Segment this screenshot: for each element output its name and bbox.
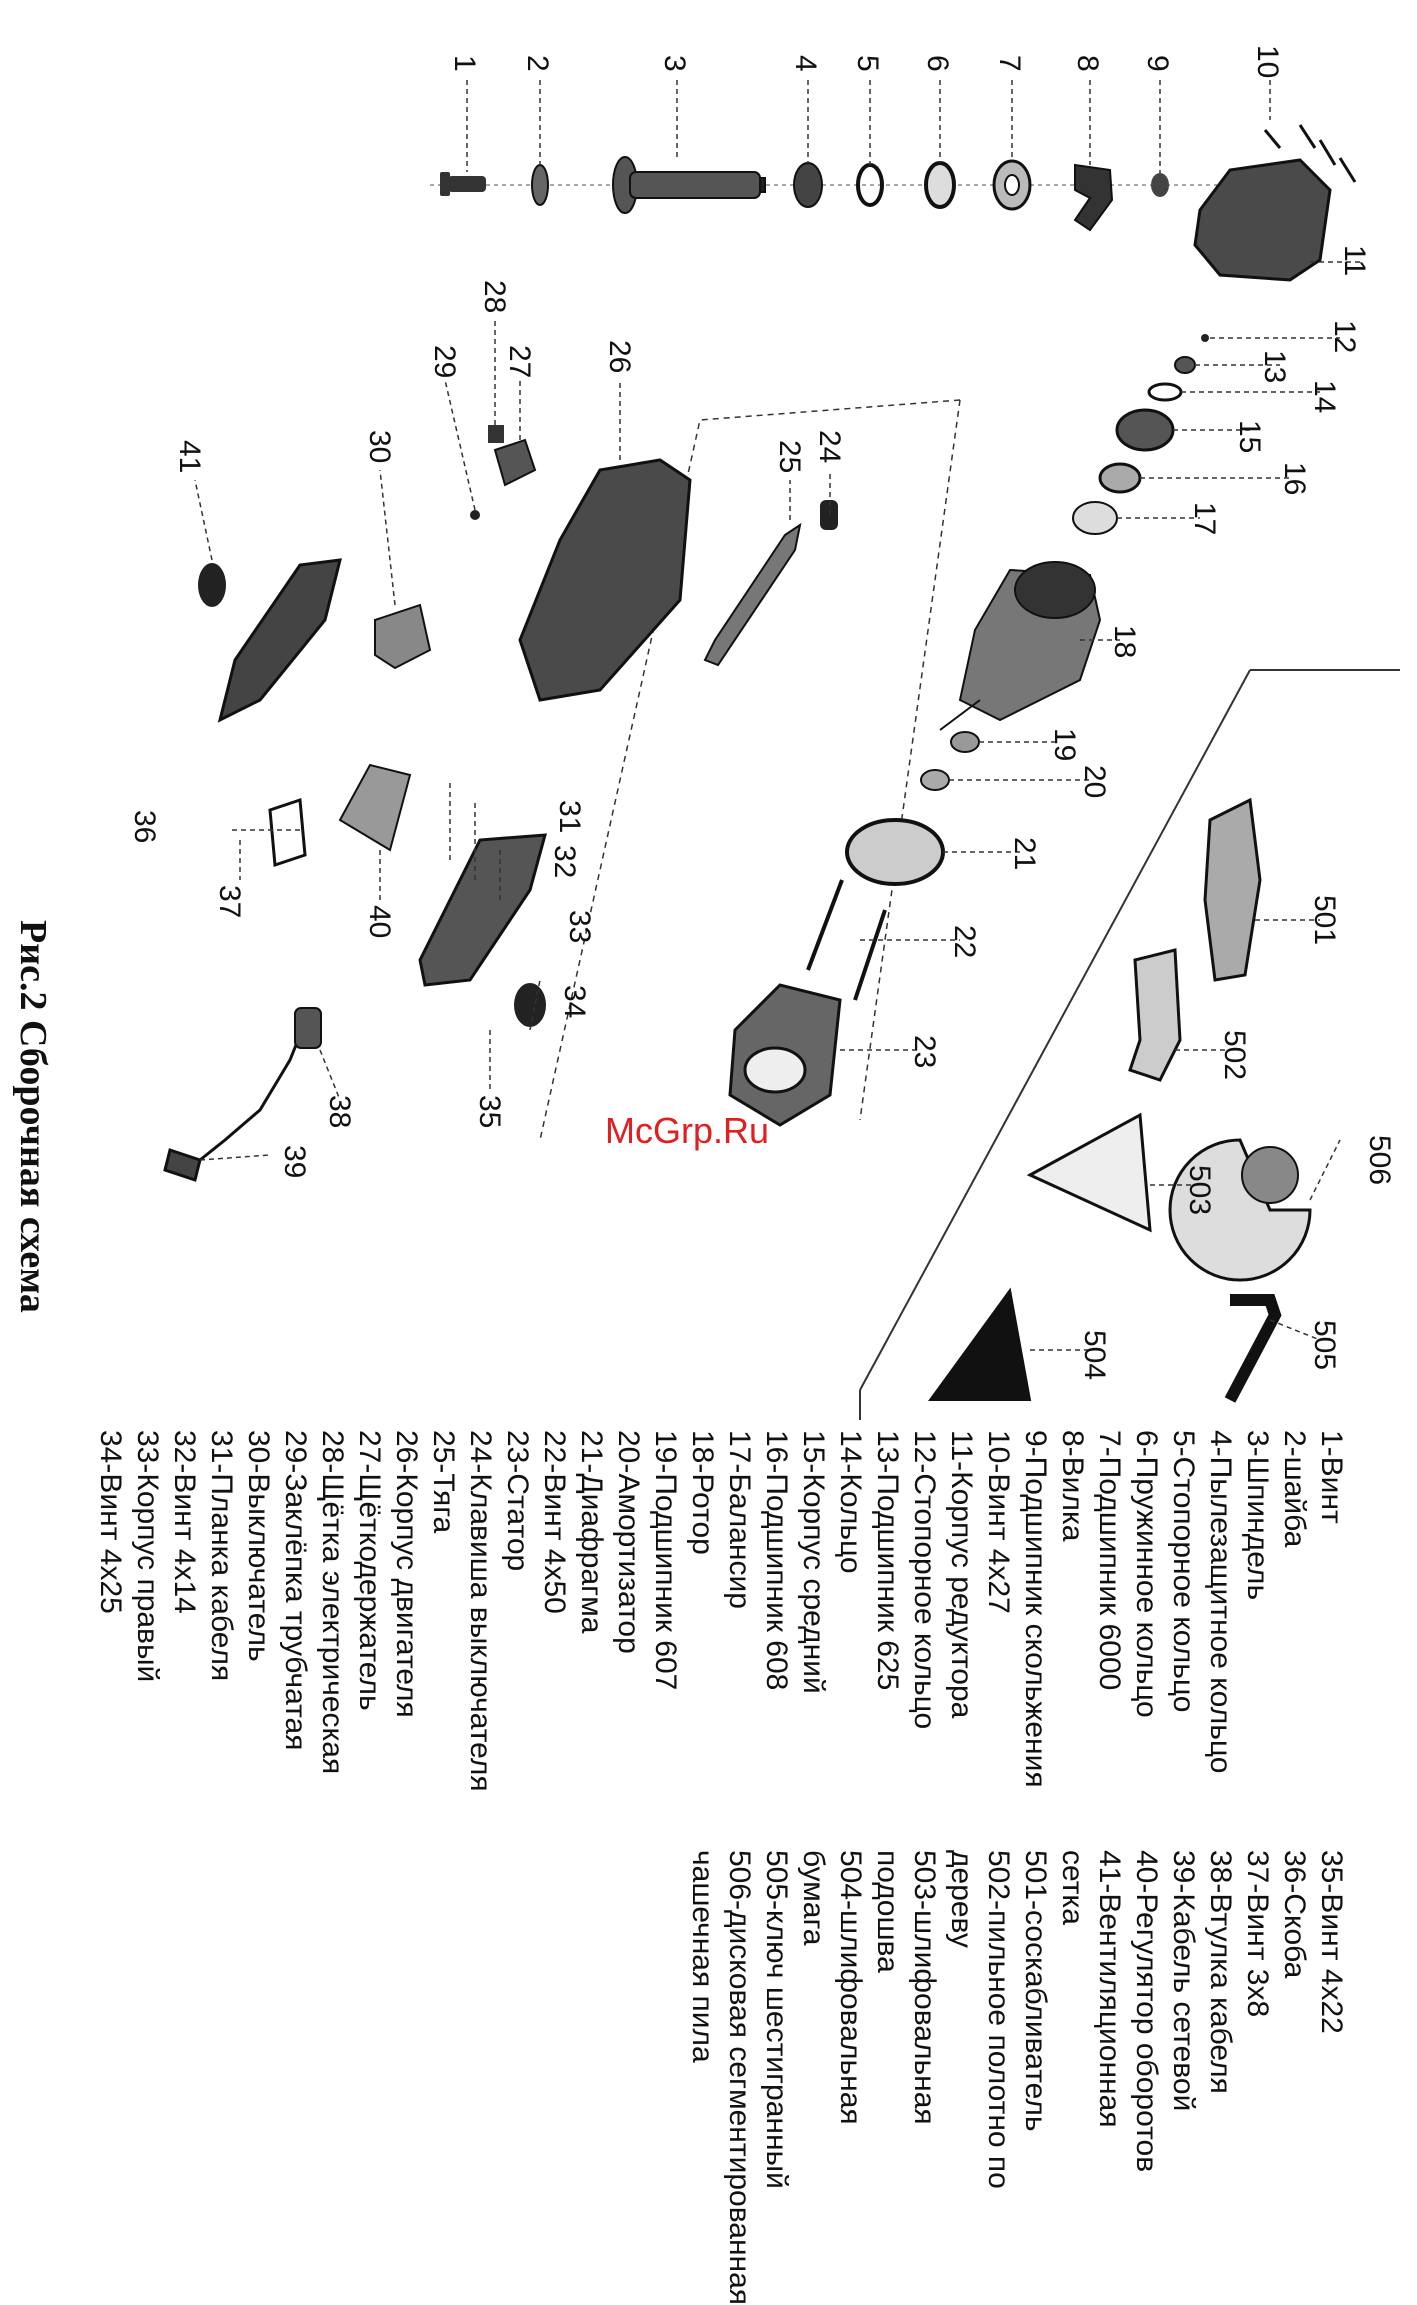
rivet-part-29 — [470, 510, 480, 520]
scraper-part-501 — [1203, 797, 1262, 982]
saw-blade-part-502 — [1128, 948, 1182, 1082]
speed-regulator-part-40 — [338, 763, 412, 852]
callout-2: 2 — [521, 55, 554, 72]
callout-11: 11 — [1338, 245, 1371, 276]
bearing-part-19 — [950, 731, 980, 753]
callout-30: 30 — [363, 430, 396, 463]
callout-32: 32 — [548, 845, 581, 878]
washer-part-2 — [531, 164, 549, 206]
callout-18: 18 — [1108, 625, 1141, 658]
ring-part-14 — [1147, 382, 1183, 402]
dust-ring-part-4 — [793, 162, 823, 208]
callout-39: 39 — [278, 1145, 311, 1178]
callout-506: 506 — [1363, 1135, 1396, 1185]
callout-15: 15 — [1233, 420, 1266, 453]
callout-503: 503 — [1183, 1165, 1216, 1215]
middle-housing-part-15 — [1115, 408, 1175, 452]
callout-5: 5 — [851, 55, 884, 72]
callout-19: 19 — [1048, 728, 1081, 761]
region-dividers — [539, 399, 1400, 1420]
callout-28: 28 — [478, 280, 511, 313]
callout-21: 21 — [1008, 837, 1041, 870]
callout-37: 37 — [213, 885, 246, 918]
callout-14: 14 — [1308, 380, 1341, 413]
callout-22: 22 — [948, 925, 981, 958]
sanding-paper-part-504 — [928, 1287, 1032, 1401]
rod-part-25 — [703, 522, 802, 667]
callout-8: 8 — [1071, 55, 1104, 72]
callout-40: 40 — [363, 905, 396, 938]
callout-505: 505 — [1308, 1320, 1341, 1370]
housing-shell-left — [217, 558, 342, 723]
bearing-part-7 — [992, 159, 1032, 211]
callout-12: 12 — [1328, 320, 1361, 353]
bracket-part-36 — [268, 797, 307, 868]
bearing-part-16 — [1098, 462, 1142, 494]
callout-1: 1 — [448, 55, 481, 72]
callout-16: 16 — [1278, 462, 1311, 495]
screw-part-1 — [440, 172, 486, 196]
callout-41: 41 — [173, 440, 206, 473]
callout-17: 17 — [1188, 502, 1221, 535]
balancer-part-17 — [1072, 501, 1118, 535]
callout-501: 501 — [1308, 895, 1341, 945]
screws-part-10 — [1263, 124, 1357, 183]
callout-35: 35 — [473, 1095, 506, 1128]
callout-10: 10 — [1251, 45, 1284, 78]
callout-20: 20 — [1078, 765, 1111, 798]
callout-33: 33 — [563, 910, 596, 943]
segment-saw-part-506 — [1168, 1138, 1312, 1282]
callout-31: 31 — [553, 800, 586, 833]
retaining-ring-part-12 — [1201, 334, 1209, 342]
right-housing-part-33 — [418, 833, 548, 987]
callout-26: 26 — [603, 340, 636, 373]
callout-36: 36 — [128, 810, 161, 843]
power-cable-part-39 — [163, 1034, 302, 1182]
callout-23: 23 — [908, 1035, 941, 1068]
screw-part-34 — [514, 983, 546, 1027]
motor-housing-part-26 — [518, 458, 692, 702]
rotor-part-18 — [939, 561, 1102, 731]
callout-29: 29 — [428, 345, 461, 378]
switch-part-30 — [374, 603, 432, 670]
stator-part-23 — [728, 983, 842, 1127]
callout-6: 6 — [921, 55, 954, 72]
diaphragm-part-21 — [845, 818, 945, 886]
callout-38: 38 — [323, 1095, 356, 1128]
callout-34: 34 — [558, 985, 591, 1018]
callout-24: 24 — [813, 430, 846, 463]
callout-502: 502 — [1218, 1030, 1251, 1080]
switch-key-part-24 — [820, 500, 838, 530]
gearbox-housing-part-11 — [1193, 158, 1332, 282]
damper-part-20 — [920, 769, 950, 791]
screws-part-22 — [806, 879, 887, 1001]
callout-3: 3 — [658, 55, 691, 72]
bearing-part-13 — [1174, 356, 1196, 374]
callout-25: 25 — [773, 440, 806, 473]
cable-sleeve-part-38 — [294, 1007, 322, 1049]
sliding-bearing-part-9 — [1151, 173, 1169, 197]
hex-key-part-505 — [1224, 1294, 1282, 1403]
callout-27: 27 — [503, 345, 536, 378]
brush-part-28 — [488, 425, 504, 443]
sanding-pad-part-503 — [1026, 1112, 1152, 1233]
vent-grille-part-41 — [198, 563, 226, 607]
spring-ring-part-6 — [924, 161, 956, 209]
callout-7: 7 — [993, 55, 1026, 72]
callout-labels: 1 2 3 4 5 6 7 8 9 10 11 12 13 14 15 16 1… — [128, 45, 1396, 1380]
fork-part-8 — [1073, 163, 1114, 232]
callout-504: 504 — [1078, 1330, 1111, 1380]
brush-holder-part-27 — [493, 438, 537, 487]
callout-9: 9 — [1141, 55, 1174, 72]
callout-13: 13 — [1258, 350, 1291, 383]
callout-4: 4 — [789, 55, 822, 72]
leader-lines — [194, 80, 1360, 1351]
spindle-part-3 — [612, 156, 766, 214]
